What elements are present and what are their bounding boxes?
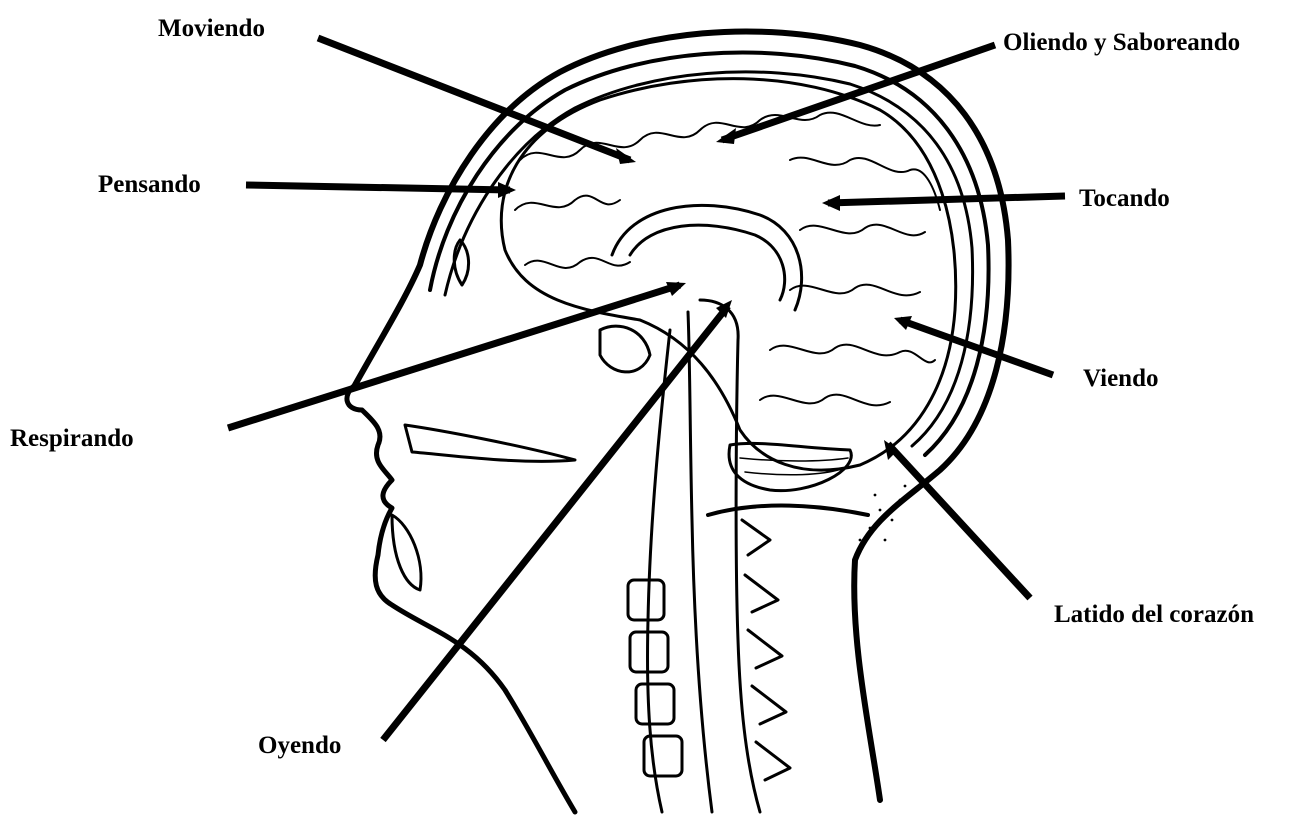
pointer-thinking bbox=[246, 185, 510, 190]
pointer-hearing bbox=[383, 306, 728, 740]
label-touching: Tocando bbox=[1079, 186, 1170, 211]
pointer-smelling-tasting bbox=[722, 45, 995, 140]
label-seeing: Viendo bbox=[1083, 366, 1158, 391]
pointer-heartbeat bbox=[888, 444, 1030, 598]
face-cavities bbox=[392, 240, 650, 590]
label-thinking: Pensando bbox=[98, 172, 201, 197]
label-heartbeat: Latido del corazón bbox=[1054, 602, 1254, 627]
pointer-touching bbox=[828, 196, 1065, 203]
spine bbox=[628, 300, 790, 812]
label-smelling-tasting: Oliendo y Saboreando bbox=[1003, 30, 1240, 55]
label-hearing: Oyendo bbox=[258, 733, 341, 758]
label-moving: Moviendo bbox=[158, 16, 265, 41]
head-outline bbox=[347, 31, 1009, 812]
pointer-breathing bbox=[228, 285, 680, 428]
pointer-moving bbox=[318, 38, 630, 160]
label-breathing: Respirando bbox=[10, 426, 134, 451]
